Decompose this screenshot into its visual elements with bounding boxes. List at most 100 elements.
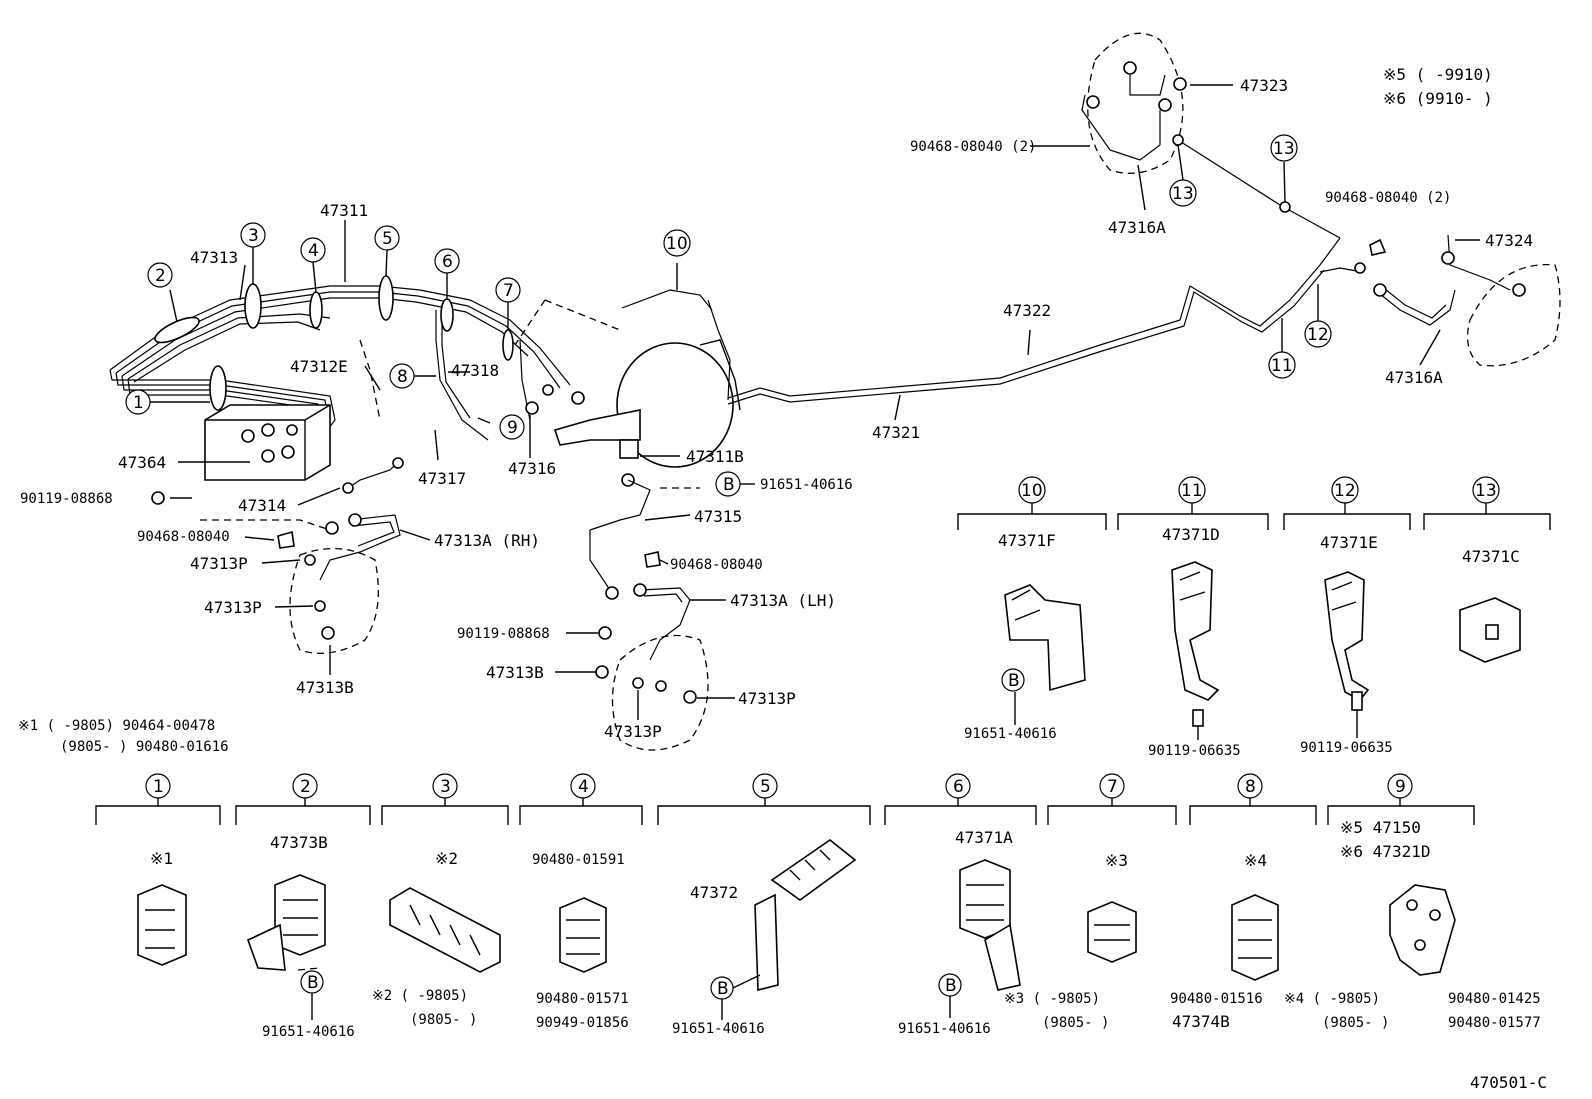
part-labels: ※5 ( -9910) ※6 (9910- ) 47323 90468-0804… <box>18 65 1533 755</box>
callout-3: 3 <box>248 226 259 246</box>
front-left-hose <box>589 479 709 751</box>
detail-5-part: 47372 <box>690 883 738 902</box>
detail-callout-10: 10 <box>1021 481 1043 501</box>
label-47317: 47317 <box>418 469 466 488</box>
note-4b: (9805- ) <box>1322 1015 1389 1031</box>
callout-4: 4 <box>308 241 319 261</box>
label-47364: 47364 <box>118 453 166 472</box>
label-47322: 47322 <box>1003 301 1051 320</box>
callout-1: 1 <box>133 393 144 413</box>
label-47311: 47311 <box>320 201 368 220</box>
callout-8: 8 <box>397 367 408 387</box>
label-90119-08868-b: 90119-08868 <box>457 626 550 642</box>
dashed-leaders <box>200 299 700 971</box>
detail-5-b: B <box>717 979 729 999</box>
detail-callout-2: 2 <box>300 777 311 797</box>
label-90468-08040-b: 90468-08040 <box>670 557 763 573</box>
note-1a: ※1 ( -9805) 90464-00478 <box>18 718 215 734</box>
callout-6: 6 <box>442 252 453 272</box>
note-6: ※6 (9910- ) <box>1383 89 1493 108</box>
detail-6-b: B <box>945 976 957 996</box>
leader-lines <box>147 84 1480 720</box>
callout-5: 5 <box>382 229 393 249</box>
detail-9-part1: ※5 47150 <box>1340 818 1421 837</box>
detail-callout-4: 4 <box>578 777 589 797</box>
label-90468-08040-a: 90468-08040 <box>137 529 230 545</box>
detail-2-b: B <box>307 973 319 993</box>
detail-3-part: ※2 <box>435 849 458 868</box>
callout-circles: 1 2 3 4 5 6 7 8 9 10 11 12 13 13 B <box>125 134 1332 497</box>
callout-2: 2 <box>155 266 166 286</box>
detail-callout-5: 5 <box>760 777 771 797</box>
callout-13-a: 13 <box>1273 139 1295 159</box>
label-47316A-a: 47316A <box>1108 218 1166 237</box>
detail-3-sub1: 90949-01856 <box>536 1015 629 1031</box>
detail-callout-11: 11 <box>1181 481 1203 501</box>
detail-2-part: 47373B <box>270 833 328 852</box>
note-2b: (9805- ) <box>410 1012 477 1028</box>
detail-callout-8: 8 <box>1245 777 1256 797</box>
front-right-hose <box>151 457 404 654</box>
detail-1-part: ※1 <box>150 849 173 868</box>
detail-12-part: 47371E <box>1320 533 1378 552</box>
detail-callout-6: 6 <box>953 777 964 797</box>
detail-callout-9: 9 <box>1395 777 1406 797</box>
detail-12-sub: 90119-06635 <box>1300 740 1393 756</box>
rear-drum-right <box>1354 234 1561 367</box>
detail-7-part: ※3 <box>1105 851 1128 870</box>
detail-9-part2: ※6 47321D <box>1340 842 1430 861</box>
label-47314: 47314 <box>238 496 286 515</box>
detail-9-sub1: 90480-01425 <box>1448 991 1541 1007</box>
label-47324: 47324 <box>1485 231 1533 250</box>
callout-12: 12 <box>1307 325 1329 345</box>
label-90119-08868-a: 90119-08868 <box>20 491 113 507</box>
label-47316: 47316 <box>508 459 556 478</box>
label-47313P-c: 47313P <box>738 689 796 708</box>
detail-callout-12: 12 <box>1334 481 1356 501</box>
detail-8-sub1: 90480-01516 <box>1170 991 1263 1007</box>
callout-10: 10 <box>666 234 688 254</box>
detail-4-sub1: 90480-01571 <box>536 991 629 1007</box>
brake-booster <box>525 339 741 487</box>
label-47313P-b: 47313P <box>204 598 262 617</box>
detail-callout-1: 1 <box>153 777 164 797</box>
note-1b: (9805- ) 90480-01616 <box>60 739 229 755</box>
label-47323: 47323 <box>1240 76 1288 95</box>
abs-actuator <box>204 404 331 481</box>
detail-row-1: 10 47371F B 91651-40616 11 47371D 90119-… <box>957 476 1551 759</box>
detail-8-sub2: 47374B <box>1172 1012 1230 1031</box>
label-47313B-b: 47313B <box>486 663 544 682</box>
detail-callout-3: 3 <box>440 777 451 797</box>
detail-6-part: 47371A <box>955 828 1013 847</box>
diagram-code: 470501-C <box>1470 1073 1547 1092</box>
label-47315: 47315 <box>694 507 742 526</box>
detail-10-b: B <box>1008 671 1020 691</box>
note-3b: (9805- ) <box>1042 1015 1109 1031</box>
label-47313B-a: 47313B <box>296 678 354 697</box>
callout-9: 9 <box>507 418 518 438</box>
label-47313A-LH: 47313A (LH) <box>730 591 836 610</box>
note-4a: ※4 ( -9805) <box>1284 991 1380 1007</box>
label-91651-40616-main: 91651-40616 <box>760 477 853 493</box>
label-90468-08040-2b: 90468-08040 (2) <box>1325 190 1451 206</box>
rear-brake-line <box>621 139 1363 405</box>
detail-10-part: 47371F <box>998 531 1056 550</box>
detail-13-part: 47371C <box>1462 547 1520 566</box>
detail-2-sub: 91651-40616 <box>262 1024 355 1040</box>
label-47313A-RH: 47313A (RH) <box>434 531 540 550</box>
label-47313P-d: 47313P <box>604 722 662 741</box>
detail-9-sub2: 90480-01577 <box>1448 1015 1541 1031</box>
note-2a: ※2 ( -9805) <box>372 988 468 1004</box>
note-5: ※5 ( -9910) <box>1383 65 1493 84</box>
detail-11-part: 47371D <box>1162 525 1220 544</box>
detail-5-sub: 91651-40616 <box>672 1021 765 1037</box>
label-47313: 47313 <box>190 248 238 267</box>
detail-callout-13: 13 <box>1475 481 1497 501</box>
rear-drum-left <box>1081 32 1291 213</box>
detail-6-sub: 91651-40616 <box>898 1021 991 1037</box>
detail-10-sub: 91651-40616 <box>964 726 1057 742</box>
callout-b-main: B <box>723 475 735 495</box>
detail-4-part: 90480-01591 <box>532 852 625 868</box>
